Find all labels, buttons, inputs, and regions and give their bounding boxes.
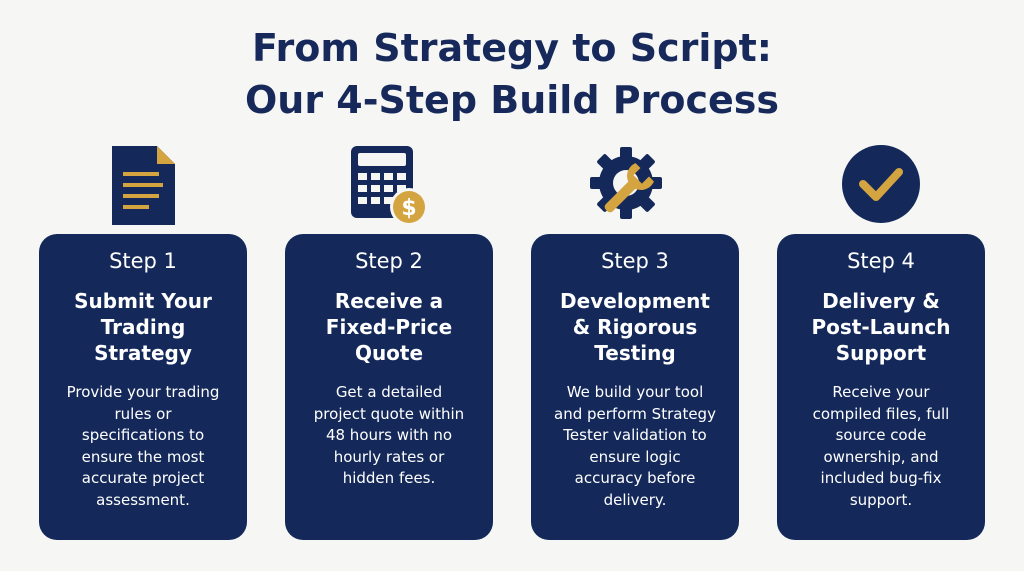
- desc-line: Provide your trading: [66, 383, 220, 401]
- step-card-2: Step 2 Receive a Fixed-Price Quote Get a…: [285, 234, 493, 540]
- desc-line: ensure the most: [81, 447, 205, 466]
- heading-line: Quote: [354, 341, 424, 365]
- step-description: Get a detailed project quote within 48 h…: [299, 382, 479, 490]
- heading-line: Fixed-Price: [325, 315, 453, 339]
- step-label: Step 4: [847, 249, 915, 273]
- svg-text:$: $: [401, 196, 416, 221]
- desc-line: 48 hours with no: [325, 426, 453, 444]
- step-description: We build your tool and perform Strategy …: [545, 382, 725, 511]
- desc-line: delivery.: [603, 490, 667, 509]
- desc-line: included bug-fix: [820, 469, 942, 487]
- desc-line: ensure logic: [589, 447, 681, 466]
- desc-line: Tester validation to: [563, 426, 707, 444]
- checkmark-circle-icon: [834, 143, 930, 229]
- heading-line: Submit Your: [74, 289, 212, 313]
- desc-line: accurate project: [81, 469, 205, 487]
- desc-line: project quote within: [313, 404, 465, 423]
- step-card-3: Step 3 Development & Rigorous Testing We…: [531, 234, 739, 540]
- step-card-1: Step 1 Submit Your Trading Strategy Prov…: [39, 234, 247, 540]
- heading-line: Development: [560, 289, 710, 313]
- title-line-2: Our 4-Step Build Process: [244, 78, 779, 122]
- step-card-4: Step 4 Delivery & Post-Launch Support Re…: [777, 234, 985, 540]
- heading-line: Delivery &: [822, 289, 940, 313]
- desc-line: source code: [835, 426, 927, 444]
- step-heading: Receive a Fixed-Price Quote: [291, 288, 487, 366]
- heading-line: Receive a: [334, 289, 444, 313]
- desc-line: and perform Strategy: [554, 404, 716, 423]
- step-description: Receive your compiled files, full source…: [791, 382, 971, 511]
- step-heading: Development & Rigorous Testing: [537, 288, 733, 366]
- step-label: Step 1: [109, 249, 177, 273]
- desc-line: hidden fees.: [342, 469, 436, 487]
- desc-line: hourly rates or: [333, 447, 445, 466]
- step-heading: Submit Your Trading Strategy: [45, 288, 241, 366]
- title-line-1: From Strategy to Script:: [252, 26, 772, 70]
- gear-wrench-icon: [588, 143, 684, 229]
- step-label: Step 3: [601, 249, 669, 273]
- desc-line: support.: [849, 490, 913, 509]
- desc-line: specifications to: [81, 426, 205, 444]
- heading-line: Testing: [594, 341, 676, 365]
- desc-line: accuracy before: [574, 469, 696, 487]
- heading-line: & Rigorous: [572, 315, 698, 339]
- desc-line: Get a detailed: [335, 383, 443, 401]
- heading-line: Trading: [100, 315, 186, 339]
- step-description: Provide your trading rules or specificat…: [53, 382, 233, 511]
- heading-line: Strategy: [94, 341, 192, 365]
- desc-line: rules or: [114, 404, 172, 423]
- desc-line: assessment.: [96, 490, 190, 509]
- step-heading: Delivery & Post-Launch Support: [783, 288, 979, 366]
- heading-line: Post-Launch: [811, 315, 951, 339]
- desc-line: Receive your: [832, 383, 930, 401]
- document-icon: [95, 143, 191, 229]
- heading-line: Support: [835, 341, 927, 365]
- step-label: Step 2: [355, 249, 423, 273]
- desc-line: compiled files, full: [812, 404, 950, 423]
- desc-line: We build your tool: [566, 383, 704, 401]
- calculator-dollar-icon: $: [341, 143, 437, 229]
- desc-line: ownership, and: [823, 447, 939, 466]
